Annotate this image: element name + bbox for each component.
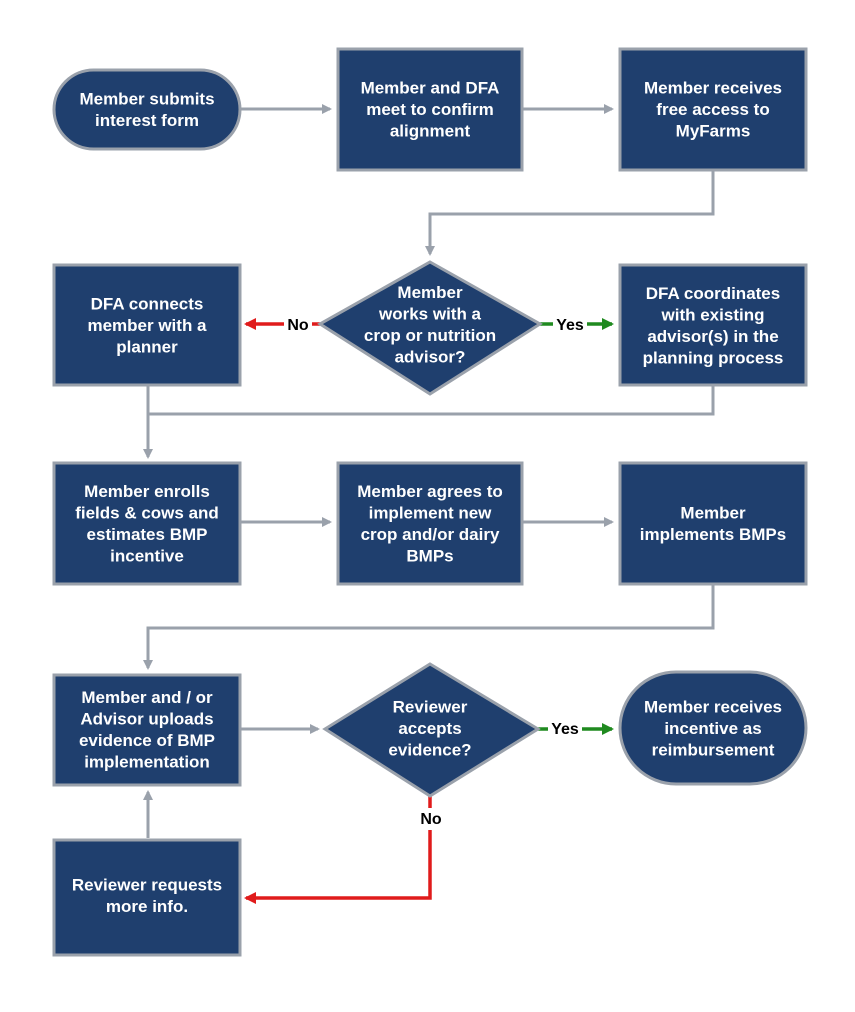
node-line: Member bbox=[680, 503, 746, 522]
node-line: Member bbox=[397, 283, 463, 302]
node-n9-text: Member and / or Advisor uploads evidence o… bbox=[79, 688, 215, 772]
node-line: reimbursement bbox=[652, 741, 775, 760]
node-n1-text: Member submits interest form bbox=[79, 89, 214, 130]
node-n7-text: Member agrees to implement new crop and/or… bbox=[357, 482, 503, 566]
node-line: DFA coordinates bbox=[646, 284, 780, 303]
connector-n3-d1 bbox=[425, 170, 715, 256]
node-n5-shape bbox=[618, 263, 808, 387]
node-n4-shape bbox=[52, 263, 242, 387]
node-line: works with a bbox=[378, 304, 482, 323]
node-line: crop and/or dairy bbox=[361, 525, 500, 544]
node-d2-text: Reviewer accepts evidence? bbox=[388, 698, 471, 760]
node-line: Advisor uploads bbox=[80, 709, 213, 728]
node-n6-shape bbox=[52, 461, 242, 586]
node-n9-shape bbox=[52, 673, 242, 787]
node-line: incentive bbox=[110, 546, 184, 565]
node-n11-shape bbox=[52, 838, 242, 957]
node-line: interest form bbox=[95, 111, 199, 130]
node-line: Member and DFA bbox=[361, 79, 500, 98]
node-n10-shape bbox=[618, 670, 808, 786]
node-line: BMPs bbox=[406, 546, 453, 565]
label-d2-no: No bbox=[420, 811, 442, 828]
node-n6-text: Member enrolls fields & cows and estimates… bbox=[75, 482, 219, 566]
node-line: with existing bbox=[661, 305, 765, 324]
node-line: crop or nutrition bbox=[364, 326, 496, 345]
connector-n8-n9 bbox=[143, 585, 715, 670]
node-line: member with a bbox=[87, 316, 207, 335]
node-n5-text: DFA coordinates with existing advisor(s) i… bbox=[643, 284, 784, 368]
node-line: advisor(s) in the bbox=[647, 327, 778, 346]
node-line: implements BMPs bbox=[640, 525, 786, 544]
node-line: Reviewer requests bbox=[72, 875, 222, 894]
node-n3-shape bbox=[618, 47, 808, 172]
node-line: implement new bbox=[369, 503, 493, 522]
connector-n5-merge bbox=[148, 385, 715, 416]
node-line: implementation bbox=[84, 752, 210, 771]
node-line: Member submits bbox=[79, 89, 214, 108]
node-n2-text: Member and DFA meet to confirm alignment bbox=[361, 79, 500, 141]
node-line: evidence of BMP bbox=[79, 731, 215, 750]
node-n1-shape bbox=[52, 68, 242, 151]
node-d1-text: Member works with a crop or nutrition advis… bbox=[364, 283, 496, 367]
node-n2-shape bbox=[336, 47, 524, 172]
node-line: Member and / or bbox=[81, 688, 213, 707]
node-line: fields & cows and bbox=[75, 503, 219, 522]
node-line: incentive as bbox=[664, 719, 761, 738]
node-line: Member enrolls bbox=[84, 482, 210, 501]
node-line: Member agrees to bbox=[357, 482, 503, 501]
node-n8-text: Member implements BMPs bbox=[640, 503, 786, 544]
node-line: free access to bbox=[656, 100, 769, 119]
node-n4-text: DFA connects member with a planner bbox=[87, 295, 207, 357]
node-line: alignment bbox=[390, 122, 471, 141]
node-line: planner bbox=[116, 338, 178, 357]
node-n7-shape bbox=[336, 461, 524, 586]
node-d1-shape bbox=[317, 260, 543, 396]
node-n10-text: Member receives incentive as reimbursement bbox=[644, 698, 782, 760]
node-d2-shape bbox=[322, 662, 541, 798]
node-line: advisor? bbox=[395, 347, 466, 366]
node-line: evidence? bbox=[388, 741, 471, 760]
connector-d2-no bbox=[244, 796, 432, 904]
node-n3-text: Member receives free access to MyFarms bbox=[644, 79, 782, 141]
node-n11-text: Reviewer requests more info. bbox=[72, 875, 222, 916]
label-d1-yes: Yes bbox=[556, 317, 584, 334]
node-line: Member receives bbox=[644, 79, 782, 98]
node-line: DFA connects bbox=[91, 295, 204, 314]
node-line: Reviewer bbox=[393, 698, 468, 717]
node-line: accepts bbox=[398, 719, 461, 738]
label-d2-yes: Yes bbox=[551, 721, 579, 738]
node-line: MyFarms bbox=[676, 122, 751, 141]
node-n8-shape bbox=[618, 461, 808, 586]
node-line: planning process bbox=[643, 348, 784, 367]
node-line: meet to confirm bbox=[366, 100, 494, 119]
node-line: estimates BMP bbox=[87, 525, 208, 544]
label-d1-no: No bbox=[287, 317, 309, 334]
node-line: Member receives bbox=[644, 698, 782, 717]
node-line: more info. bbox=[106, 897, 188, 916]
